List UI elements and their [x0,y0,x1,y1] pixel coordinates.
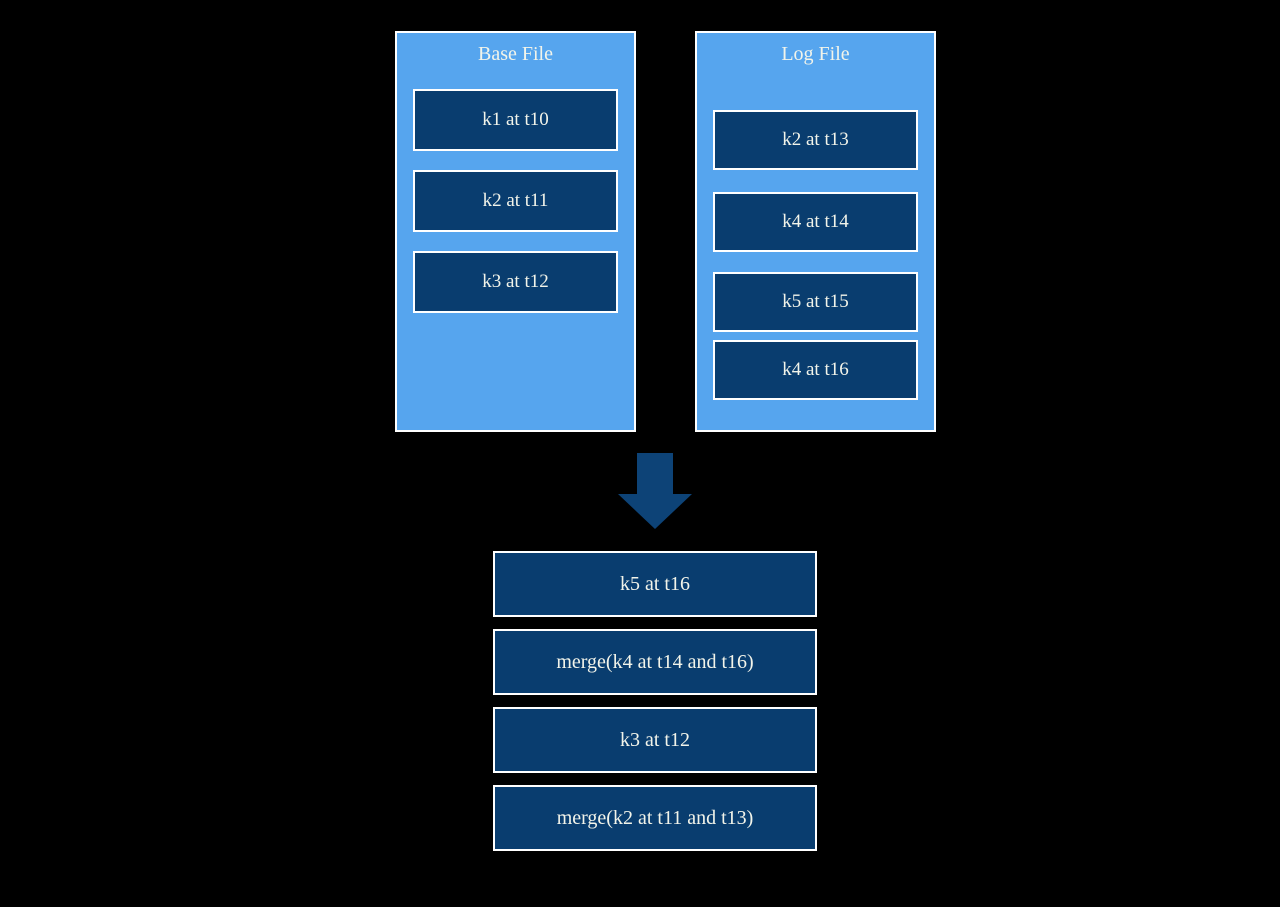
merged-record: k5 at t16 [493,551,817,617]
log-file-record: k4 at t14 [713,192,918,252]
log-file-panel: Log File k2 at t13 k4 at t14 k5 at t15 k… [695,31,936,432]
log-file-title: Log File [781,43,850,65]
base-file-title: Base File [478,43,553,65]
down-arrow-icon [618,453,692,529]
log-file-record: k5 at t15 [713,272,918,332]
merged-record: merge(k4 at t14 and t16) [493,629,817,695]
base-file-record: k1 at t10 [413,89,618,151]
merged-record: k3 at t12 [493,707,817,773]
base-file-record: k3 at t12 [413,251,618,313]
merged-output-list: k5 at t16 merge(k4 at t14 and t16) k3 at… [493,551,817,863]
log-file-record: k2 at t13 [713,110,918,170]
merged-record: merge(k2 at t11 and t13) [493,785,817,851]
log-file-record: k4 at t16 [713,340,918,400]
base-file-record: k2 at t11 [413,170,618,232]
base-file-panel: Base File k1 at t10 k2 at t11 k3 at t12 [395,31,636,432]
